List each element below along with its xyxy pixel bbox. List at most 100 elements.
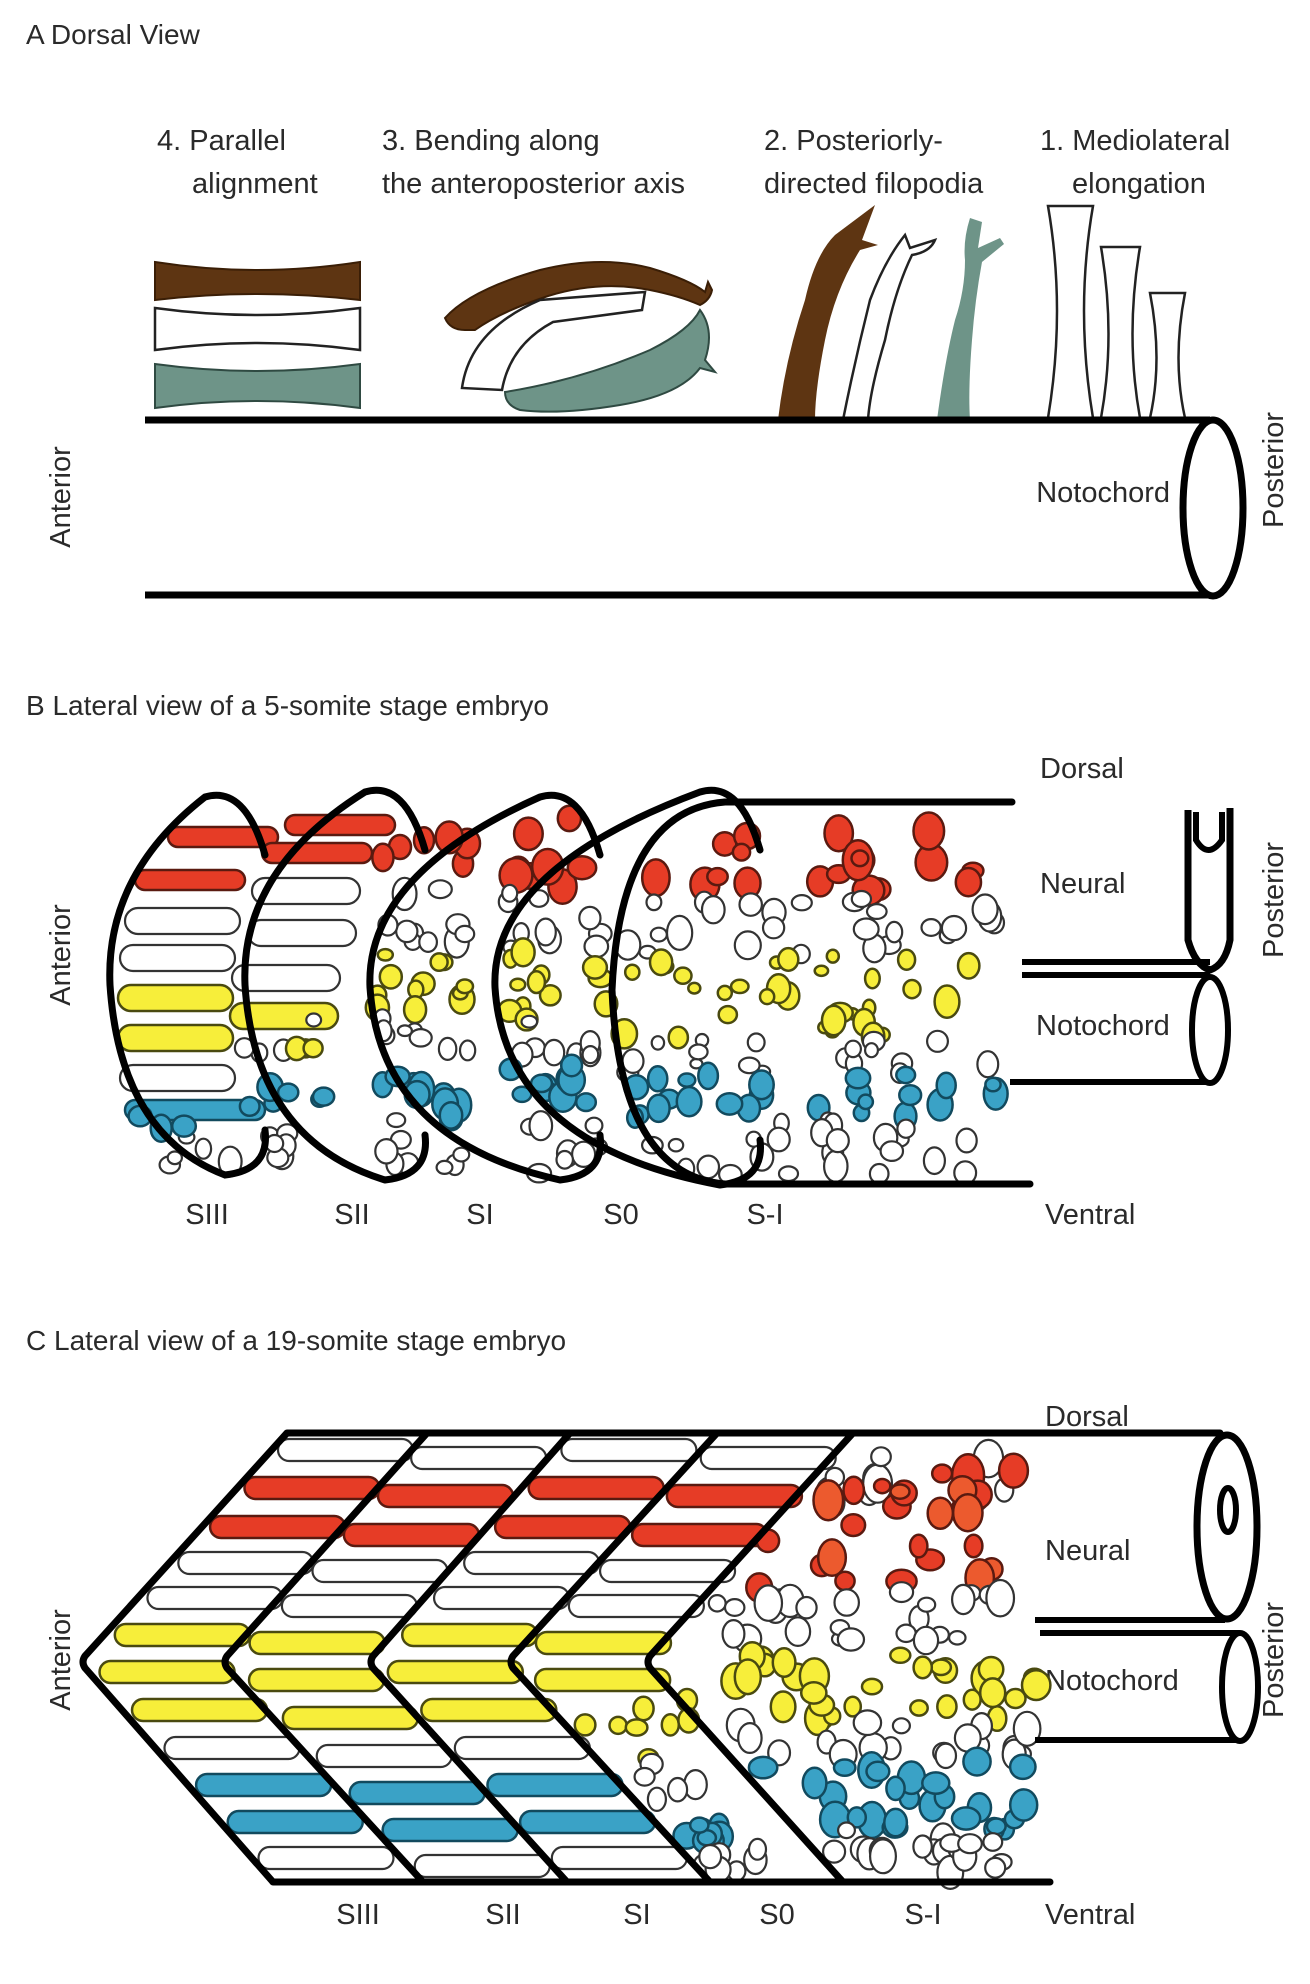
neural-label: Neural — [1040, 868, 1125, 900]
cell — [581, 954, 609, 980]
teal-cell — [154, 362, 361, 410]
panel-c-title: C Lateral view of a 19-somite stage embr… — [26, 1325, 566, 1356]
cell — [883, 1807, 909, 1838]
cell — [984, 1076, 1002, 1093]
cell — [731, 842, 752, 862]
somite-label: S0 — [759, 1899, 794, 1931]
cell — [386, 1659, 525, 1685]
cell — [737, 1721, 763, 1754]
cell — [633, 1766, 656, 1787]
cell — [170, 1114, 198, 1138]
cell — [573, 1713, 597, 1737]
cell — [276, 1437, 415, 1463]
step-4-label-line2: alignment — [192, 168, 318, 200]
cell — [852, 1709, 883, 1737]
cell — [194, 1772, 333, 1798]
cell — [700, 895, 726, 925]
cell — [630, 1522, 769, 1548]
anterior-label: Anterior — [45, 904, 77, 1006]
somite-boundary — [79, 1430, 290, 1885]
cell — [386, 1112, 407, 1129]
cell — [420, 1697, 558, 1723]
cell — [843, 1695, 863, 1718]
cell — [922, 1146, 947, 1176]
cell — [832, 1758, 857, 1777]
elongation-cells — [1046, 204, 1187, 420]
cell — [675, 1085, 703, 1118]
cell — [400, 1622, 539, 1648]
cell — [733, 930, 762, 961]
cell — [194, 1137, 213, 1160]
cell — [898, 1083, 923, 1107]
cell — [777, 946, 800, 972]
cell — [950, 1806, 982, 1831]
cell — [429, 952, 449, 973]
brown-bent-cell — [443, 260, 714, 331]
cell — [688, 1816, 710, 1834]
cell — [950, 1583, 976, 1616]
teal-filopodia-cell — [937, 218, 1004, 420]
cell — [801, 1766, 828, 1800]
cell — [683, 1768, 708, 1801]
cell — [895, 1623, 917, 1644]
panel-a-title: A Dorsal View — [26, 19, 201, 50]
cell — [302, 1037, 324, 1059]
cell — [738, 892, 763, 917]
somite-label: S0 — [603, 1199, 638, 1231]
cell — [243, 1475, 381, 1501]
cell — [660, 1713, 681, 1737]
cell — [437, 1036, 458, 1062]
notochord-label: Notochord — [1036, 477, 1170, 509]
cell — [509, 977, 527, 992]
cell — [902, 978, 922, 1000]
cell — [822, 1149, 849, 1183]
white-cell — [153, 306, 362, 352]
cell — [940, 914, 968, 942]
cell — [376, 947, 395, 962]
cell — [1012, 1710, 1042, 1747]
cell — [118, 1063, 237, 1093]
cell — [863, 967, 881, 990]
somite-label: SIII — [336, 1899, 380, 1931]
cell — [769, 1690, 797, 1724]
cell — [852, 917, 880, 941]
cell — [501, 883, 519, 903]
cell — [912, 1625, 940, 1656]
cell — [542, 1038, 566, 1067]
cell — [123, 906, 242, 936]
cell — [888, 1581, 915, 1604]
cell — [868, 1838, 897, 1875]
cell — [649, 926, 668, 943]
cell — [895, 1065, 917, 1085]
cell — [248, 1630, 386, 1656]
cell — [833, 1588, 860, 1617]
cell — [956, 951, 981, 980]
step-1-label-line2: elongation — [1072, 168, 1206, 200]
cell — [315, 1743, 453, 1769]
cell — [1008, 1753, 1037, 1781]
white-filopodia-cell — [841, 232, 938, 422]
cell — [706, 866, 729, 887]
cell — [598, 1558, 737, 1584]
cell — [408, 1028, 433, 1048]
cell — [1008, 1788, 1039, 1822]
cell — [311, 1086, 336, 1107]
cell — [578, 905, 602, 931]
cell — [677, 1072, 697, 1088]
cell — [840, 1512, 867, 1538]
parallel-alignment-cells — [153, 260, 362, 410]
cell — [133, 868, 247, 892]
anterior-label: Anterior — [45, 446, 77, 548]
somite-label: S-I — [904, 1899, 941, 1931]
cell — [238, 1095, 261, 1118]
ventral-label: Ventral — [1045, 1199, 1135, 1231]
cell — [697, 1061, 720, 1091]
cell — [885, 1775, 906, 1802]
cell — [985, 1817, 1007, 1836]
cell — [771, 1647, 797, 1678]
cell — [746, 1032, 766, 1053]
cell — [926, 1496, 955, 1530]
cell — [378, 963, 404, 990]
somite-boundaries-19-somite — [79, 1430, 856, 1885]
cell — [528, 1110, 554, 1142]
